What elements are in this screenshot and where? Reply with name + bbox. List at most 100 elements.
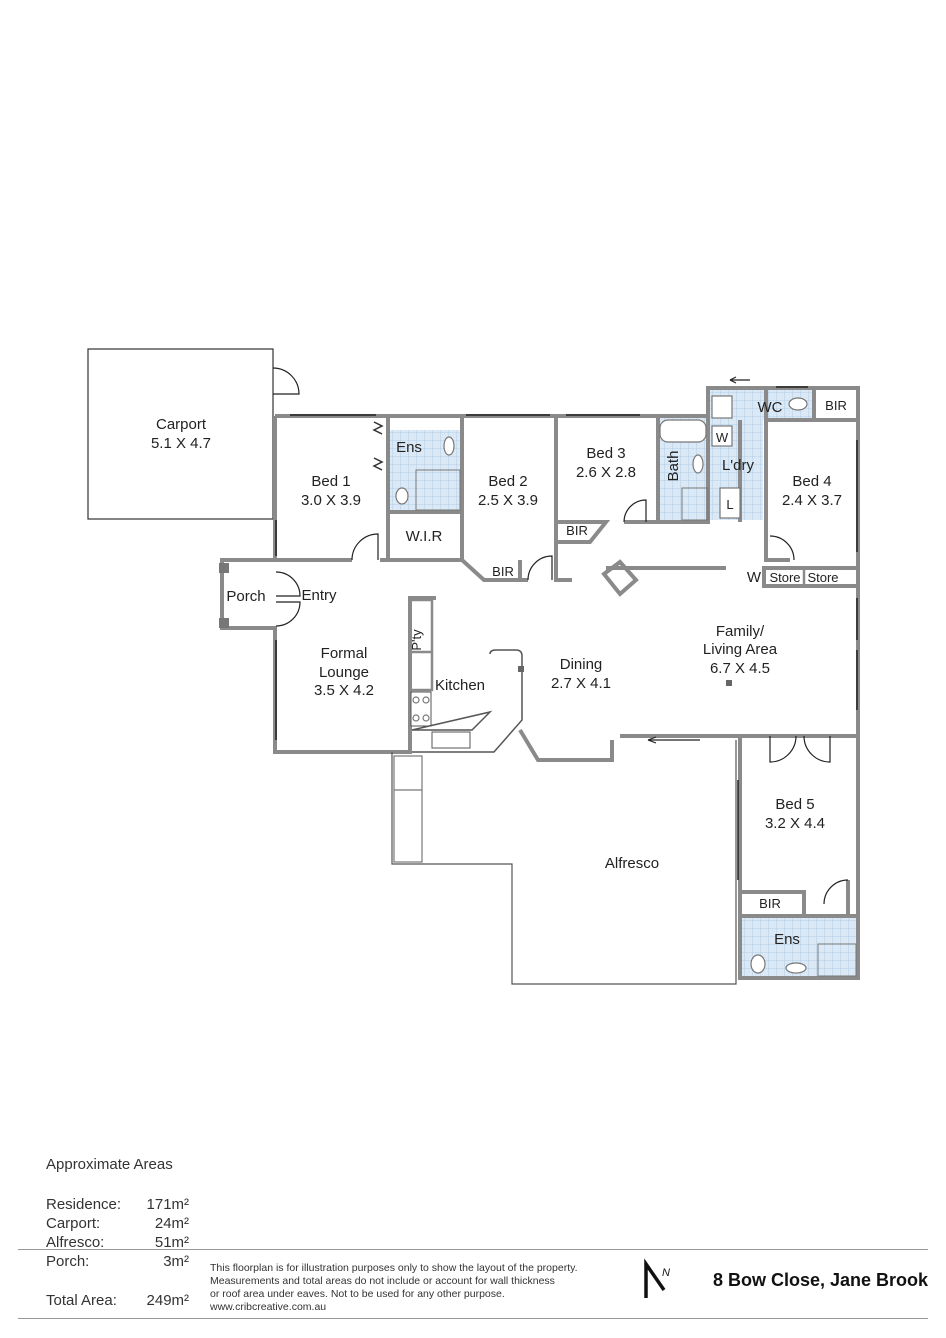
bath-label: Bath xyxy=(665,451,682,482)
door-ens5 xyxy=(823,879,849,905)
door-bed1 xyxy=(351,533,379,561)
svg-text:2.7 X 4.1: 2.7 X 4.1 xyxy=(551,675,611,692)
toilet-ens1 xyxy=(395,487,409,505)
toilet-wc xyxy=(788,397,808,411)
outer-wall-west xyxy=(220,416,436,754)
bir2-label: BIR xyxy=(492,564,514,579)
shower-bath xyxy=(681,487,709,521)
laundry-tub xyxy=(711,395,733,419)
bir4-label: BIR xyxy=(825,398,847,413)
kitchen-label: Kitchen xyxy=(435,677,485,694)
disclaimer: This floorplan is for illustration purpo… xyxy=(210,1262,578,1313)
basin-ens1 xyxy=(443,436,455,456)
basin-ens5 xyxy=(785,962,807,974)
family-living-label: Family/ Living Area 6.7 X 4.5 xyxy=(703,623,778,677)
toilet-ens5 xyxy=(750,954,766,974)
divider-top xyxy=(18,1249,928,1250)
bed3-label: Bed 3 2.6 X 2.8 xyxy=(576,445,636,481)
bathtub xyxy=(659,419,707,443)
alfresco-outline xyxy=(391,740,737,985)
svg-text:Living Area: Living Area xyxy=(703,641,778,658)
bir5-wall xyxy=(740,890,806,918)
areas-heading: Approximate Areas xyxy=(46,1156,173,1173)
svg-text:Bed 4: Bed 4 xyxy=(792,473,831,490)
area-row: Carport:24m² xyxy=(46,1215,190,1232)
ens1-label: Ens xyxy=(396,439,422,456)
porch-pillar xyxy=(219,618,229,628)
dining-label: Dining 2.7 X 4.1 xyxy=(551,656,611,692)
bed3-west-wall xyxy=(554,416,572,582)
pantry-label: P'ty xyxy=(409,629,424,651)
porch-label: Porch xyxy=(226,588,265,605)
door-bed3 xyxy=(623,499,647,523)
entry-label: Entry xyxy=(301,587,337,604)
area-row: Residence:171m² xyxy=(46,1196,190,1213)
store2-label: Store xyxy=(807,570,838,585)
alfresco-label: Alfresco xyxy=(605,855,659,872)
bed2-west-wall xyxy=(460,416,528,582)
svg-text:N: N xyxy=(662,1267,670,1279)
bed4-label: Bed 4 2.4 X 3.7 xyxy=(782,473,842,509)
laundry-wall xyxy=(658,416,710,524)
bed4-west-wall xyxy=(764,388,790,562)
divider-bottom xyxy=(18,1318,928,1319)
svg-text:Lounge: Lounge xyxy=(319,664,369,681)
wir-label: W.I.R xyxy=(406,528,443,545)
outer-wall xyxy=(275,386,860,980)
ens5-label: Ens xyxy=(774,931,800,948)
svg-text:3.0 X 3.9: 3.0 X 3.9 xyxy=(301,492,361,509)
bir3-wall xyxy=(558,520,611,544)
column xyxy=(601,559,639,597)
svg-text:Family/: Family/ xyxy=(716,623,765,640)
bir5-label: BIR xyxy=(759,896,781,911)
north-arrow-icon: N xyxy=(644,1258,670,1298)
bed5-label: Bed 5 3.2 X 4.4 xyxy=(765,796,825,832)
door-bed2 xyxy=(527,555,553,581)
laundry-w-label: W xyxy=(716,430,729,445)
door-bed5-double xyxy=(803,735,831,763)
shower-ens5 xyxy=(817,943,857,977)
pantry-wall xyxy=(410,598,434,692)
svg-text:3.5 X 4.2: 3.5 X 4.2 xyxy=(314,682,374,699)
svg-text:Dining: Dining xyxy=(560,656,603,673)
svg-text:Bed 3: Bed 3 xyxy=(586,445,625,462)
w-label: W xyxy=(747,569,762,586)
svg-text:Carport: Carport xyxy=(156,416,207,433)
wc-label: WC xyxy=(758,399,783,416)
bir3-label: BIR xyxy=(566,523,588,538)
area-row: Porch:3m² xyxy=(46,1253,190,1270)
carport-door xyxy=(272,367,300,395)
shower-ens1 xyxy=(415,469,461,511)
door-bed4 xyxy=(769,535,795,561)
area-total-row: Total Area:249m² xyxy=(46,1292,190,1309)
areas-summary: Approximate Areas Residence:171m² Carpor… xyxy=(46,1156,189,1310)
store1-label: Store xyxy=(769,570,800,585)
kitchen-island xyxy=(411,649,523,753)
svg-text:Bed 1: Bed 1 xyxy=(311,473,350,490)
svg-text:Bed 2: Bed 2 xyxy=(488,473,527,490)
bbq-bench xyxy=(393,755,423,863)
svg-text:5.1 X 4.7: 5.1 X 4.7 xyxy=(151,435,211,452)
svg-text:2.5 X 3.9: 2.5 X 3.9 xyxy=(478,492,538,509)
formal-lounge-label: Formal Lounge 3.5 X 4.2 xyxy=(314,645,374,699)
door-entry xyxy=(275,571,301,597)
area-row: Alfresco:51m² xyxy=(46,1234,190,1251)
sink xyxy=(431,731,471,749)
store-outline xyxy=(762,566,860,588)
areas-table: Residence:171m² Carport:24m² Alfresco:51… xyxy=(46,1195,189,1310)
basin-bath xyxy=(692,454,704,474)
door-entry xyxy=(275,601,301,627)
bed2-label: Bed 2 2.5 X 3.9 xyxy=(478,473,538,509)
carport-label: Carport 5.1 X 4.7 xyxy=(151,416,211,452)
floor-plan: Carport 5.1 X 4.7 Bed 1 3.0 X 3.9 Ens W.… xyxy=(87,348,860,985)
svg-text:3.2 X 4.4: 3.2 X 4.4 xyxy=(765,815,825,832)
svg-text:6.7 X 4.5: 6.7 X 4.5 xyxy=(710,660,770,677)
laundry-label: L'dry xyxy=(722,457,755,474)
carport-outline xyxy=(87,348,274,520)
svg-text:Bed 5: Bed 5 xyxy=(775,796,814,813)
dining-bay-wall xyxy=(518,728,614,762)
svg-text:Formal: Formal xyxy=(321,645,368,662)
door-bed5-double xyxy=(769,735,797,763)
svg-text:2.6 X 2.8: 2.6 X 2.8 xyxy=(576,464,636,481)
property-address: 8 Bow Close, Jane Brook xyxy=(712,1270,928,1290)
